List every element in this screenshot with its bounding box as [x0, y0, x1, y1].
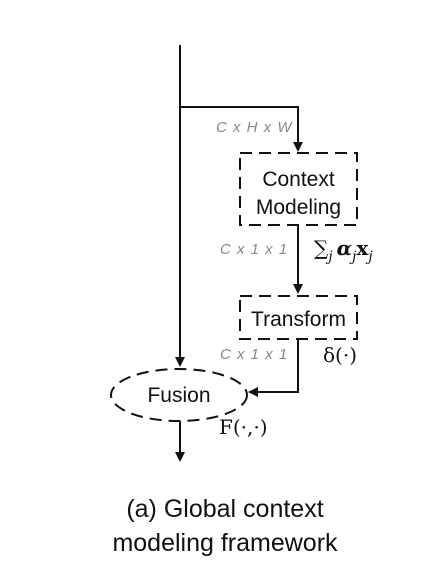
- formula-sigma: ∑: [314, 236, 329, 260]
- transform-formula: δ(·): [323, 343, 357, 367]
- formula-x: x: [356, 236, 369, 260]
- fusion-label: Fusion: [147, 384, 210, 407]
- transform-label: Transform: [251, 308, 346, 331]
- caption-line-2: modeling framework: [112, 529, 338, 557]
- context-modeling-label-line2: Modeling: [256, 196, 341, 219]
- transform-to-fusion-arrow: [248, 339, 299, 397]
- context-modeling-label-line1: Context: [262, 168, 335, 191]
- formula-sub-j-3: j: [365, 249, 373, 265]
- fusion-formula: F(·,·): [219, 415, 268, 439]
- formula-sub-j-1: j: [325, 249, 333, 265]
- caption-line-1: (a) Global context: [126, 495, 323, 523]
- dim-label-input: C x H x W: [216, 119, 293, 136]
- dim-label-after-context: C x 1 x 1: [220, 241, 288, 258]
- branch-to-context-arrow: [180, 106, 303, 152]
- dim-label-after-transform: C x 1 x 1: [220, 346, 288, 363]
- formula-alpha: α: [337, 236, 352, 260]
- formula-sub-j-2: j: [349, 249, 357, 265]
